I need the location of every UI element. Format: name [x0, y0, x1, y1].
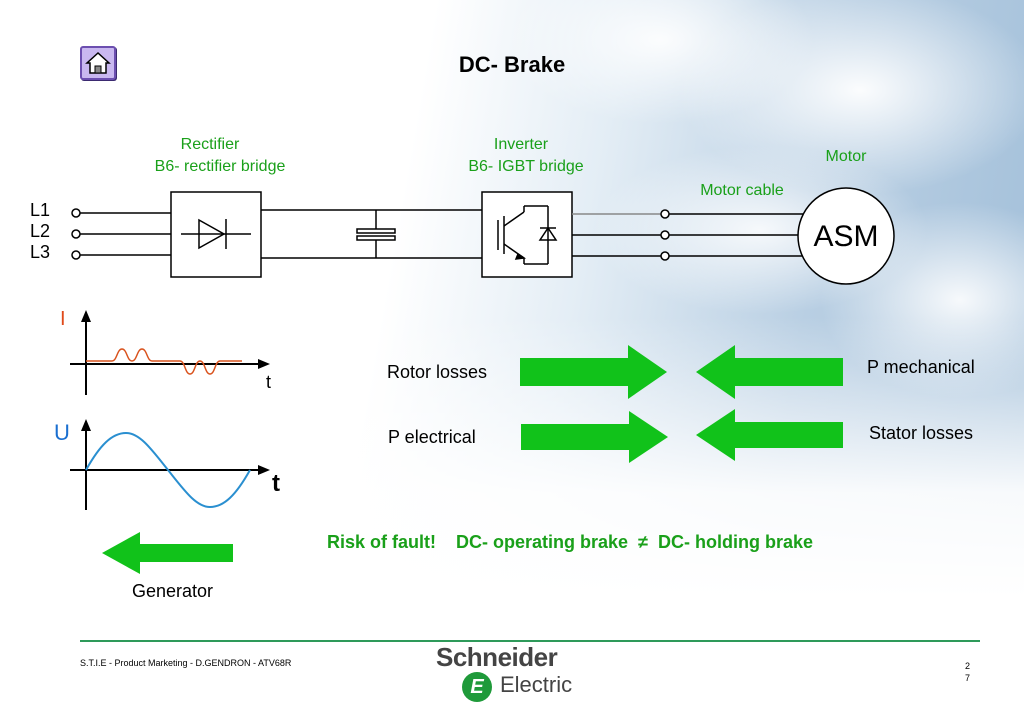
inverter-sub-label: B6- IGBT bridge [468, 158, 584, 175]
line-l2-label: L2 [30, 221, 51, 241]
stator-losses-label: Stator losses [869, 423, 974, 443]
inverter-block [481, 191, 573, 278]
current-axis-label: I [60, 308, 66, 330]
p-mechanical-arrow [696, 345, 843, 399]
logo-electric: Electric [500, 672, 573, 697]
footer-credit: S.T.I.E - Product Marketing - D.GENDRON … [80, 658, 292, 668]
home-button[interactable] [80, 46, 116, 80]
line-l1-label: L1 [30, 200, 51, 220]
rectifier-label: Rectifier [180, 136, 240, 153]
motor-cable [572, 209, 804, 261]
p-electrical-label: P electrical [388, 427, 476, 447]
page-number-line2: 7 [965, 673, 971, 683]
rotor-losses-label: Rotor losses [387, 362, 488, 382]
logo-schneider: Schneider [436, 642, 558, 672]
rotor-losses-arrow [520, 345, 667, 399]
warning-text: Risk of fault! DC- operating brake ≠ DC-… [327, 532, 813, 553]
rectifier-block [170, 191, 262, 278]
voltage-time-label: t [272, 470, 280, 497]
warning-lhs: DC- operating brake [456, 532, 629, 552]
rectifier-sub-label: B6- rectifier bridge [154, 158, 286, 175]
logo-mark-icon: E [462, 672, 492, 702]
p-electrical-arrow [521, 411, 668, 463]
generator-label: Generator [132, 581, 214, 601]
warning-prefix: Risk of fault! [327, 532, 437, 552]
inverter-label: Inverter [493, 136, 549, 153]
footer-divider [80, 640, 980, 642]
page-number: 2 7 [965, 660, 970, 684]
stator-losses-arrow [696, 409, 843, 461]
warning-rhs: DC- holding brake [657, 532, 813, 552]
p-mechanical-label: P mechanical [867, 357, 975, 377]
motor-cable-label: Motor cable [700, 182, 784, 199]
voltage-axis-label: U [54, 420, 70, 445]
line-l3-label: L3 [30, 242, 51, 262]
motor-label: Motor [825, 148, 867, 165]
generator-arrow [102, 532, 233, 574]
voltage-graph [70, 419, 270, 510]
dc-link [261, 209, 482, 259]
motor-asm-label: ASM [813, 220, 879, 253]
home-icon [85, 51, 111, 74]
current-graph [70, 310, 270, 395]
input-terminals [71, 208, 171, 260]
warning-not-equal-symbol: ≠ [638, 532, 648, 552]
page-number-line1: 2 [965, 661, 971, 671]
current-time-label: t [266, 372, 272, 392]
page-title: DC- Brake [458, 52, 566, 77]
motor-asm [797, 187, 895, 285]
